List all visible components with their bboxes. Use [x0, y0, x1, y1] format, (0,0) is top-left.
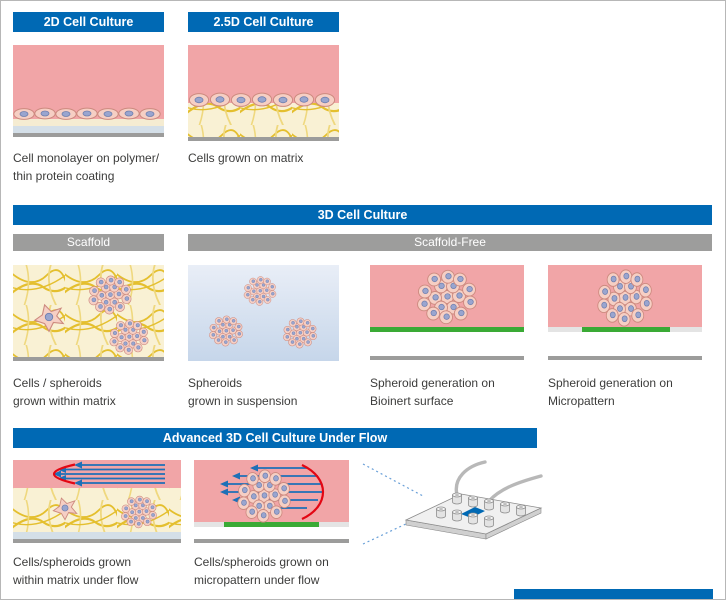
caption-flow-matrix: Cells/spheroids grown within matrix unde… [13, 555, 139, 587]
caption-2d-monolayer: Cell monolayer on polymer/ thin protein … [13, 151, 160, 183]
illustration-flow-micropattern [194, 460, 349, 543]
chip-channel [461, 507, 485, 518]
illustration-scaffold-matrix [13, 265, 164, 361]
header-advanced-flow: Advanced 3D Cell Culture Under Flow [13, 428, 537, 448]
subheader-scaffold: Scaffold [13, 234, 164, 251]
caption-bioinert: Spheroid generation on Bioinert surface [370, 376, 495, 408]
illustration-flow-matrix [13, 460, 181, 543]
caption-suspension: Spheroids grown in suspension [188, 376, 298, 408]
flow-velocity-curve [301, 464, 325, 520]
caption-flow-micropattern: Cells/spheroids grown on micropattern un… [194, 555, 329, 587]
chip-body [404, 492, 543, 540]
illustration-suspension [188, 265, 339, 361]
illustration-2d-monolayer [13, 45, 164, 137]
illustration-microfluidic-chip [362, 460, 543, 545]
caption-scaffold-matrix: Cells / spheroids grown within matrix [13, 376, 116, 408]
chip-tubes [454, 460, 543, 503]
header-2-5d-cell-culture: 2.5D Cell Culture [188, 12, 339, 32]
header-3d-cell-culture: 3D Cell Culture [13, 205, 712, 225]
caption-micropattern: Spheroid generation on Micropattern [548, 376, 673, 408]
flow-profile-arrows [52, 461, 165, 487]
header-2d-cell-culture: 2D Cell Culture [13, 12, 164, 32]
zoom-dotted-lines [362, 463, 424, 545]
caption-2-5d-matrix: Cells grown on matrix [188, 151, 304, 165]
bottom-accent-bar [514, 589, 713, 599]
illustration-bioinert-surface [370, 265, 524, 360]
illustration-2-5d-matrix [188, 45, 339, 141]
subheader-scaffold-free: Scaffold-Free [188, 234, 712, 251]
illustration-micropattern [548, 265, 702, 360]
